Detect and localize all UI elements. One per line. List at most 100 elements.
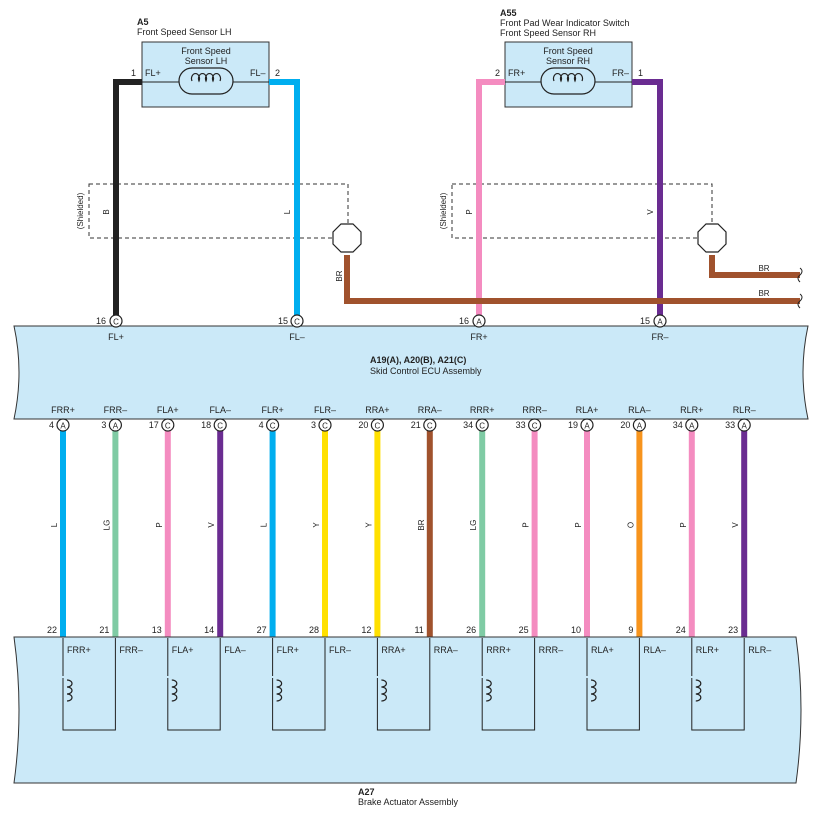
shield-rh-label: (Shielded)	[439, 192, 448, 229]
pin-label: RLA–	[628, 405, 651, 415]
pin-label: FR–	[651, 332, 668, 342]
coil-icon	[540, 67, 596, 95]
pin-number: 20	[620, 420, 630, 430]
wire-label-v: V	[646, 209, 655, 215]
sensor-lh-pin-right-num: 2	[275, 68, 280, 78]
sensor-lh-inner-line1: Front Speed	[181, 46, 231, 56]
wire-color-label: LG	[469, 520, 478, 531]
sensor-rh-pin-left-label: FR+	[508, 68, 525, 78]
actuator-pin-number: 27	[257, 625, 267, 635]
pin-label: FR+	[470, 332, 487, 342]
wire-color-label: P	[155, 522, 164, 527]
sensor-lh-code: A5	[137, 17, 149, 27]
wire-color-label: Y	[364, 522, 373, 528]
pin-circle	[161, 418, 175, 432]
pin-circle	[423, 418, 437, 432]
pin-circle	[580, 418, 594, 432]
actuator-pin-label: FRR–	[119, 645, 143, 655]
sensor-rh-pin-right-num: 1	[638, 68, 643, 78]
pin-circle	[56, 418, 70, 432]
actuator-code: A27	[358, 787, 375, 797]
actuator-pin-label: FLR+	[277, 645, 299, 655]
sensor-lh-inner-line2: Sensor LH	[185, 56, 228, 66]
actuator-name: Brake Actuator Assembly	[358, 797, 459, 807]
actuator-pin-number: 21	[99, 625, 109, 635]
actuator-pin-number: 28	[309, 625, 319, 635]
wire-color-label: O	[626, 522, 635, 528]
pin-number: 34	[673, 420, 683, 430]
pin-number: 15	[278, 316, 288, 326]
pin-number: 21	[411, 420, 421, 430]
pin-number: 16	[96, 316, 106, 326]
ground-octagon-icon	[332, 223, 362, 253]
pin-label: RRR–	[522, 405, 547, 415]
connector-letter: C	[479, 422, 485, 431]
actuator-pin-number: 22	[47, 625, 57, 635]
pin-circle	[527, 418, 542, 432]
pin-circle	[370, 418, 384, 432]
pin-circle	[266, 418, 280, 432]
wire-label-p: P	[465, 209, 474, 214]
connector-letter: A	[113, 422, 119, 431]
pin-label: RRA–	[418, 405, 442, 415]
connector-letter: A	[689, 422, 695, 431]
pin-number: 33	[725, 420, 735, 430]
pin-number: 34	[463, 420, 473, 430]
pin-number: 16	[459, 316, 469, 326]
actuator-pin-label: RLR–	[748, 645, 771, 655]
actuator-pin-number: 23	[728, 625, 738, 635]
ecu-box	[13, 325, 809, 420]
actuator-box	[13, 636, 802, 784]
connector-letter: C	[113, 318, 119, 327]
wire-color-label: L	[260, 522, 269, 527]
ecu-top-pin: 15 C FL–	[278, 314, 305, 342]
ecu-top-pins: 16 C FL+ 15 C FL– 16 A FR+ 15 A FR–	[96, 314, 669, 342]
pin-number: 33	[516, 420, 526, 430]
sensor-lh-pin-left-num: 1	[131, 68, 136, 78]
actuator-pin-number: 26	[466, 625, 476, 635]
connector-letter: C	[165, 422, 171, 431]
coil-icon	[178, 67, 234, 95]
wire-label-l: L	[283, 209, 292, 214]
actuator-assembly: A27 Brake Actuator Assembly	[13, 636, 802, 807]
actuator-pin-label: RRA–	[434, 645, 458, 655]
wire-label-b: B	[102, 209, 111, 214]
wire-color-label: P	[522, 522, 531, 527]
pin-circle	[213, 418, 227, 432]
pin-number: 15	[640, 316, 650, 326]
sensor-rh-inner-line1: Front Speed	[543, 46, 593, 56]
pin-circle	[108, 418, 123, 432]
sensor-lh: A5 Front Speed Sensor LH Front Speed Sen…	[131, 17, 280, 108]
ecu-top-pin: 15 A FR–	[640, 314, 669, 342]
actuator-pin-number: 9	[628, 625, 633, 635]
sensor-lh-name: Front Speed Sensor LH	[137, 27, 232, 37]
actuator-pin-label: RRR–	[539, 645, 564, 655]
ecu-assembly: A19(A), A20(B), A21(C) Skid Control ECU …	[13, 325, 809, 420]
pin-number: 18	[201, 420, 211, 430]
actuator-pin-label: FLA–	[224, 645, 246, 655]
pin-label: FLA+	[157, 405, 179, 415]
wire-fr-plus	[476, 79, 505, 321]
actuator-pin-number: 10	[571, 625, 581, 635]
ecu-title: A19(A), A20(B), A21(C)	[370, 355, 466, 365]
connector-letter: C	[427, 422, 433, 431]
pin-label: FRR+	[51, 405, 75, 415]
pin-circle	[475, 418, 489, 432]
wire-ground-main	[344, 255, 800, 304]
pin-circle	[318, 418, 332, 432]
pin-circle	[737, 418, 751, 432]
solenoid-coil-icon	[269, 638, 326, 731]
actuator-pin-label: RLR+	[696, 645, 719, 655]
pin-label: RLR+	[680, 405, 703, 415]
connector-letter: A	[60, 422, 66, 431]
shield-rh: (Shielded)	[439, 183, 713, 239]
shield-lh: (Shielded)	[76, 183, 349, 239]
pin-label: RLA+	[576, 405, 599, 415]
wire-color-label: V	[731, 522, 740, 528]
connector-letter: A	[637, 422, 643, 431]
connector-letter: A	[584, 422, 590, 431]
solenoid-coil-icon	[479, 638, 536, 731]
wire-fl-plus	[113, 79, 142, 321]
actuator-pin-label: FRR+	[67, 645, 91, 655]
